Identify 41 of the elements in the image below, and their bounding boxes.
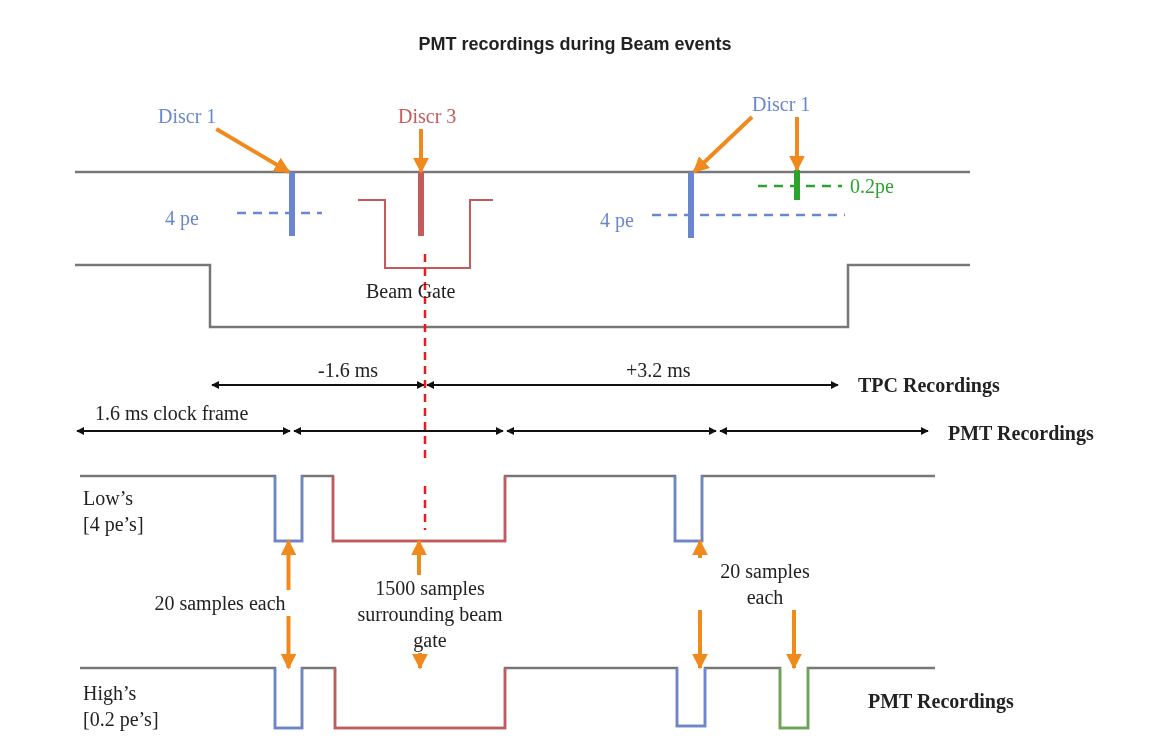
arrow xyxy=(280,616,297,670)
callout-text: 20 samples each xyxy=(150,590,290,616)
sample-window-pulse xyxy=(273,668,304,730)
annotation-label: 4 pe xyxy=(165,206,199,231)
arrow xyxy=(280,539,297,590)
sample-window-pulse xyxy=(273,476,304,543)
sample-window-pulse xyxy=(675,668,707,728)
annotation-label: Beam Gate xyxy=(366,279,456,304)
arrow xyxy=(789,117,805,172)
discriminator-mark xyxy=(289,172,295,236)
annotation-label: High’s [0.2 pe’s] xyxy=(83,681,160,732)
arrow xyxy=(692,539,708,558)
callout-text: 20 samples each xyxy=(700,558,830,610)
arrow xyxy=(412,653,428,670)
callout-text: Discr 1 xyxy=(752,91,811,117)
arrow xyxy=(215,127,291,174)
beam-gate-window xyxy=(333,668,507,730)
annotation-label: 4 pe xyxy=(600,208,634,233)
discriminator-mark xyxy=(688,172,694,238)
arrow xyxy=(786,610,802,670)
annotation-label: PMT Recordings xyxy=(948,421,1094,446)
beam-gate-window xyxy=(331,476,507,543)
callout-text: Discr 3 xyxy=(398,103,457,129)
annotation-label: 1.6 ms clock frame xyxy=(95,401,249,426)
arrow xyxy=(692,610,708,670)
sample-window-pulse xyxy=(673,476,704,543)
annotation-label: 0.2pe xyxy=(850,174,894,199)
callout-text: 1500 samples surrounding beam gate xyxy=(345,575,515,653)
callout-text: Discr 1 xyxy=(158,103,217,129)
annotation-label: Low’s [4 pe’s] xyxy=(83,486,145,537)
arrow xyxy=(692,115,754,174)
sample-window-pulse xyxy=(778,668,810,730)
annotation-label: TPC Recordings xyxy=(858,373,1000,398)
discriminator-mark xyxy=(794,170,800,200)
annotation-label: +3.2 ms xyxy=(626,358,691,383)
annotation-label: PMT Recordings xyxy=(868,689,1014,714)
arrow xyxy=(413,129,429,174)
arrow xyxy=(411,539,427,575)
diagram-title: PMT recordings during Beam events xyxy=(417,34,733,55)
annotation-label: -1.6 ms xyxy=(318,358,378,383)
discriminator-mark xyxy=(418,172,424,236)
